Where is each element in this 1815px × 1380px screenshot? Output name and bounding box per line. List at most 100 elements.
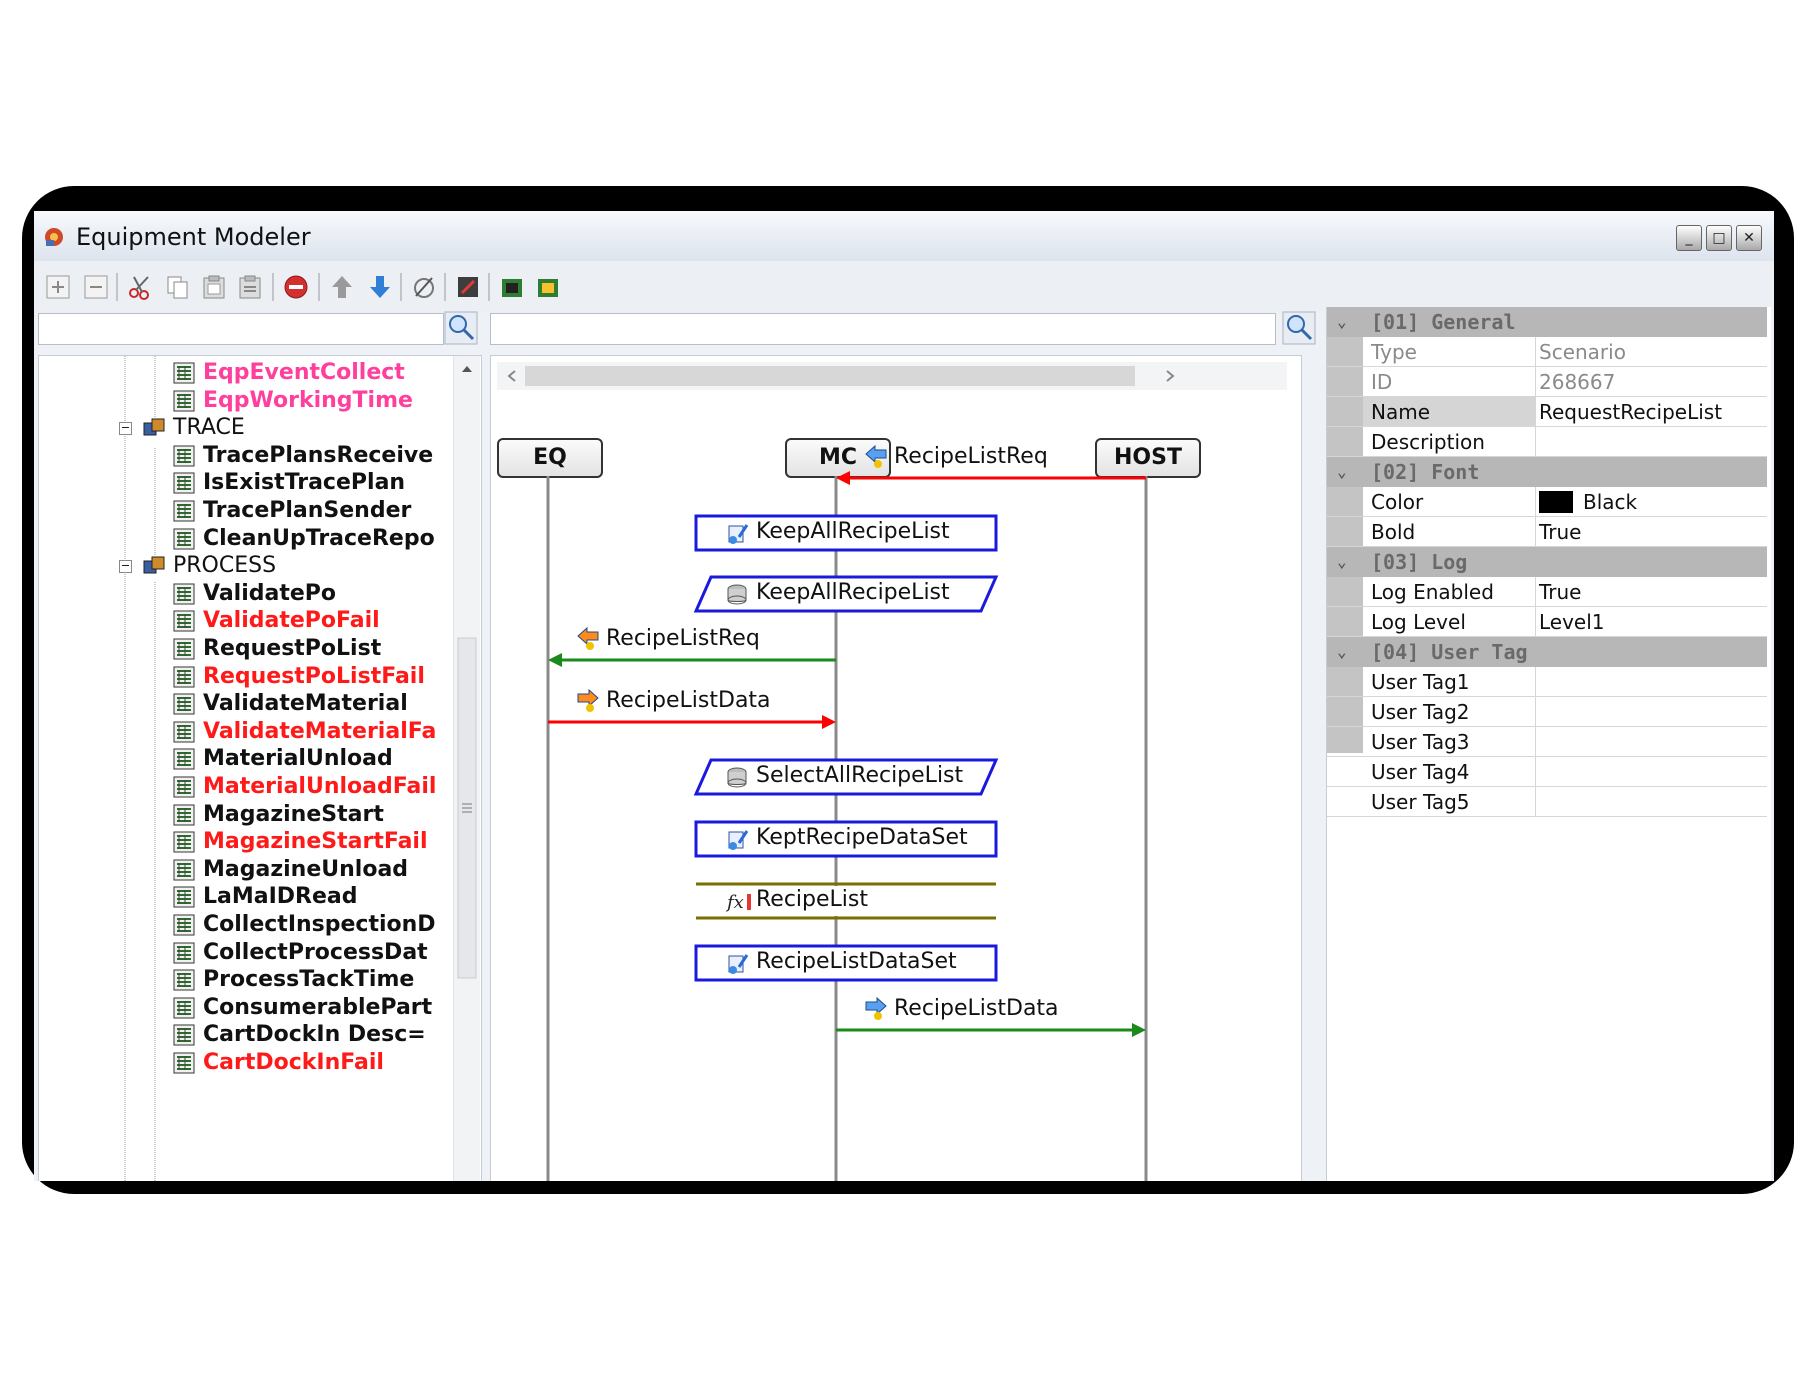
- property-key: Type: [1371, 340, 1417, 364]
- property-row[interactable]: User Tag1: [1327, 667, 1767, 697]
- script-icon: [728, 954, 749, 974]
- diagram-search-icon[interactable]: [1282, 311, 1316, 345]
- property-row[interactable]: Description: [1327, 427, 1767, 457]
- close-button[interactable]: ✕: [1736, 225, 1762, 251]
- tree-item[interactable]: MagazineUnload: [39, 855, 449, 885]
- expand-icon[interactable]: [44, 273, 72, 301]
- tree-item[interactable]: ValidateMaterialFa: [39, 717, 449, 747]
- tree-item[interactable]: ValidatePoFail: [39, 606, 449, 636]
- tree-item[interactable]: RequestPoListFail: [39, 662, 449, 692]
- action-box[interactable]: [694, 514, 998, 552]
- message-label[interactable]: RecipeListReq: [894, 444, 1048, 469]
- copy-icon[interactable]: [164, 273, 192, 301]
- tree-item[interactable]: ValidateMaterial: [39, 689, 449, 719]
- chevron-down-icon[interactable]: ⌄: [1337, 462, 1347, 481]
- tree-item[interactable]: MaterialUnloadFail: [39, 772, 449, 802]
- property-category[interactable]: ⌄[01] General: [1327, 307, 1767, 337]
- tree-item[interactable]: EqpWorkingTime: [39, 386, 449, 416]
- property-category[interactable]: ⌄[04] User Tag: [1327, 637, 1767, 667]
- property-category[interactable]: ⌄[02] Font: [1327, 457, 1767, 487]
- property-value[interactable]: Level1: [1539, 610, 1605, 634]
- data-box[interactable]: [693, 575, 999, 613]
- tree-item[interactable]: − PROCESS: [39, 551, 449, 581]
- tree-item[interactable]: MagazineStart: [39, 800, 449, 830]
- message-label[interactable]: RecipeListData: [606, 688, 771, 713]
- tree-scrollbar[interactable]: [453, 356, 480, 1181]
- scenario-icon: [173, 748, 195, 770]
- lifeline-eq[interactable]: EQ: [497, 438, 603, 478]
- property-value[interactable]: Black: [1583, 490, 1638, 514]
- action-box[interactable]: [694, 820, 998, 858]
- tree-item[interactable]: CartDockIn Desc=: [39, 1020, 449, 1050]
- property-value[interactable]: True: [1539, 520, 1582, 544]
- tree-item[interactable]: TracePlansReceive: [39, 441, 449, 471]
- edit-icon[interactable]: [410, 273, 438, 301]
- toolbar-separator: [318, 273, 320, 301]
- scenario-icon: [173, 693, 195, 715]
- property-value[interactable]: True: [1539, 580, 1582, 604]
- property-row[interactable]: User Tag4: [1327, 757, 1767, 787]
- tree-item[interactable]: IsExistTracePlan: [39, 468, 449, 498]
- action-box[interactable]: [694, 944, 998, 982]
- move-down-icon[interactable]: [366, 273, 394, 301]
- minimize-button[interactable]: _: [1676, 225, 1702, 251]
- tree-expander-icon[interactable]: −: [119, 559, 132, 574]
- message-label[interactable]: RecipeListData: [894, 996, 1059, 1021]
- send-icon: [577, 626, 599, 650]
- function-box[interactable]: [697, 886, 995, 916]
- tree-item[interactable]: ValidatePo: [39, 579, 449, 609]
- export-icon[interactable]: [454, 273, 482, 301]
- paste-icon[interactable]: [200, 273, 228, 301]
- tree-expander-icon[interactable]: −: [119, 421, 132, 436]
- tree-item[interactable]: ProcessTackTime: [39, 965, 449, 995]
- tree-item[interactable]: TracePlanSender: [39, 496, 449, 526]
- data-box[interactable]: [693, 758, 999, 796]
- collapse-icon[interactable]: [82, 273, 110, 301]
- function-icon: fx: [725, 892, 751, 913]
- property-value[interactable]: RequestRecipeList: [1539, 400, 1723, 424]
- diagram-search-input[interactable]: [490, 313, 1276, 345]
- property-row[interactable]: User Tag3: [1327, 727, 1767, 757]
- lifeline-host[interactable]: HOST: [1095, 438, 1201, 478]
- property-row[interactable]: User Tag2: [1327, 697, 1767, 727]
- move-up-icon[interactable]: [328, 273, 356, 301]
- tree-search-icon[interactable]: [444, 311, 478, 345]
- message-label[interactable]: RecipeListReq: [606, 626, 760, 651]
- tree-item-label: TracePlansReceive: [203, 442, 434, 468]
- tree-item-label: PROCESS: [173, 553, 277, 579]
- tree-item[interactable]: MagazineStartFail: [39, 827, 449, 857]
- tree-item[interactable]: −TRACE: [39, 413, 449, 443]
- delete-icon[interactable]: [282, 273, 310, 301]
- tree-item[interactable]: EqpEventCollect: [39, 358, 449, 388]
- chevron-down-icon[interactable]: ⌄: [1337, 642, 1347, 661]
- tree-item[interactable]: CollectInspectionD: [39, 910, 449, 940]
- tree-item[interactable]: LaMaIDRead: [39, 882, 449, 912]
- tree-item[interactable]: MaterialUnload: [39, 744, 449, 774]
- toolbar-separator: [400, 273, 402, 301]
- property-key-cell: [1363, 397, 1536, 426]
- save-icon[interactable]: [534, 273, 562, 301]
- import-icon[interactable]: [498, 273, 526, 301]
- property-row[interactable]: User Tag5: [1327, 787, 1767, 817]
- property-category[interactable]: ⌄[03] Log: [1327, 547, 1767, 577]
- maximize-button[interactable]: □: [1706, 225, 1732, 251]
- cut-icon[interactable]: [126, 273, 154, 301]
- tree-item[interactable]: CollectProcessDat: [39, 938, 449, 968]
- diagram-hscrollbar[interactable]: [497, 362, 1287, 390]
- tree-item[interactable]: RequestPoList: [39, 634, 449, 664]
- paste-special-icon[interactable]: [236, 273, 264, 301]
- tree-item[interactable]: CartDockInFail: [39, 1048, 449, 1078]
- chevron-down-icon[interactable]: ⌄: [1337, 312, 1347, 331]
- tree-item[interactable]: CleanUpTraceRepo: [39, 524, 449, 554]
- chevron-down-icon[interactable]: ⌄: [1337, 552, 1347, 571]
- tree-item[interactable]: ConsumerablePart: [39, 993, 449, 1023]
- tree-search-input[interactable]: [38, 313, 444, 345]
